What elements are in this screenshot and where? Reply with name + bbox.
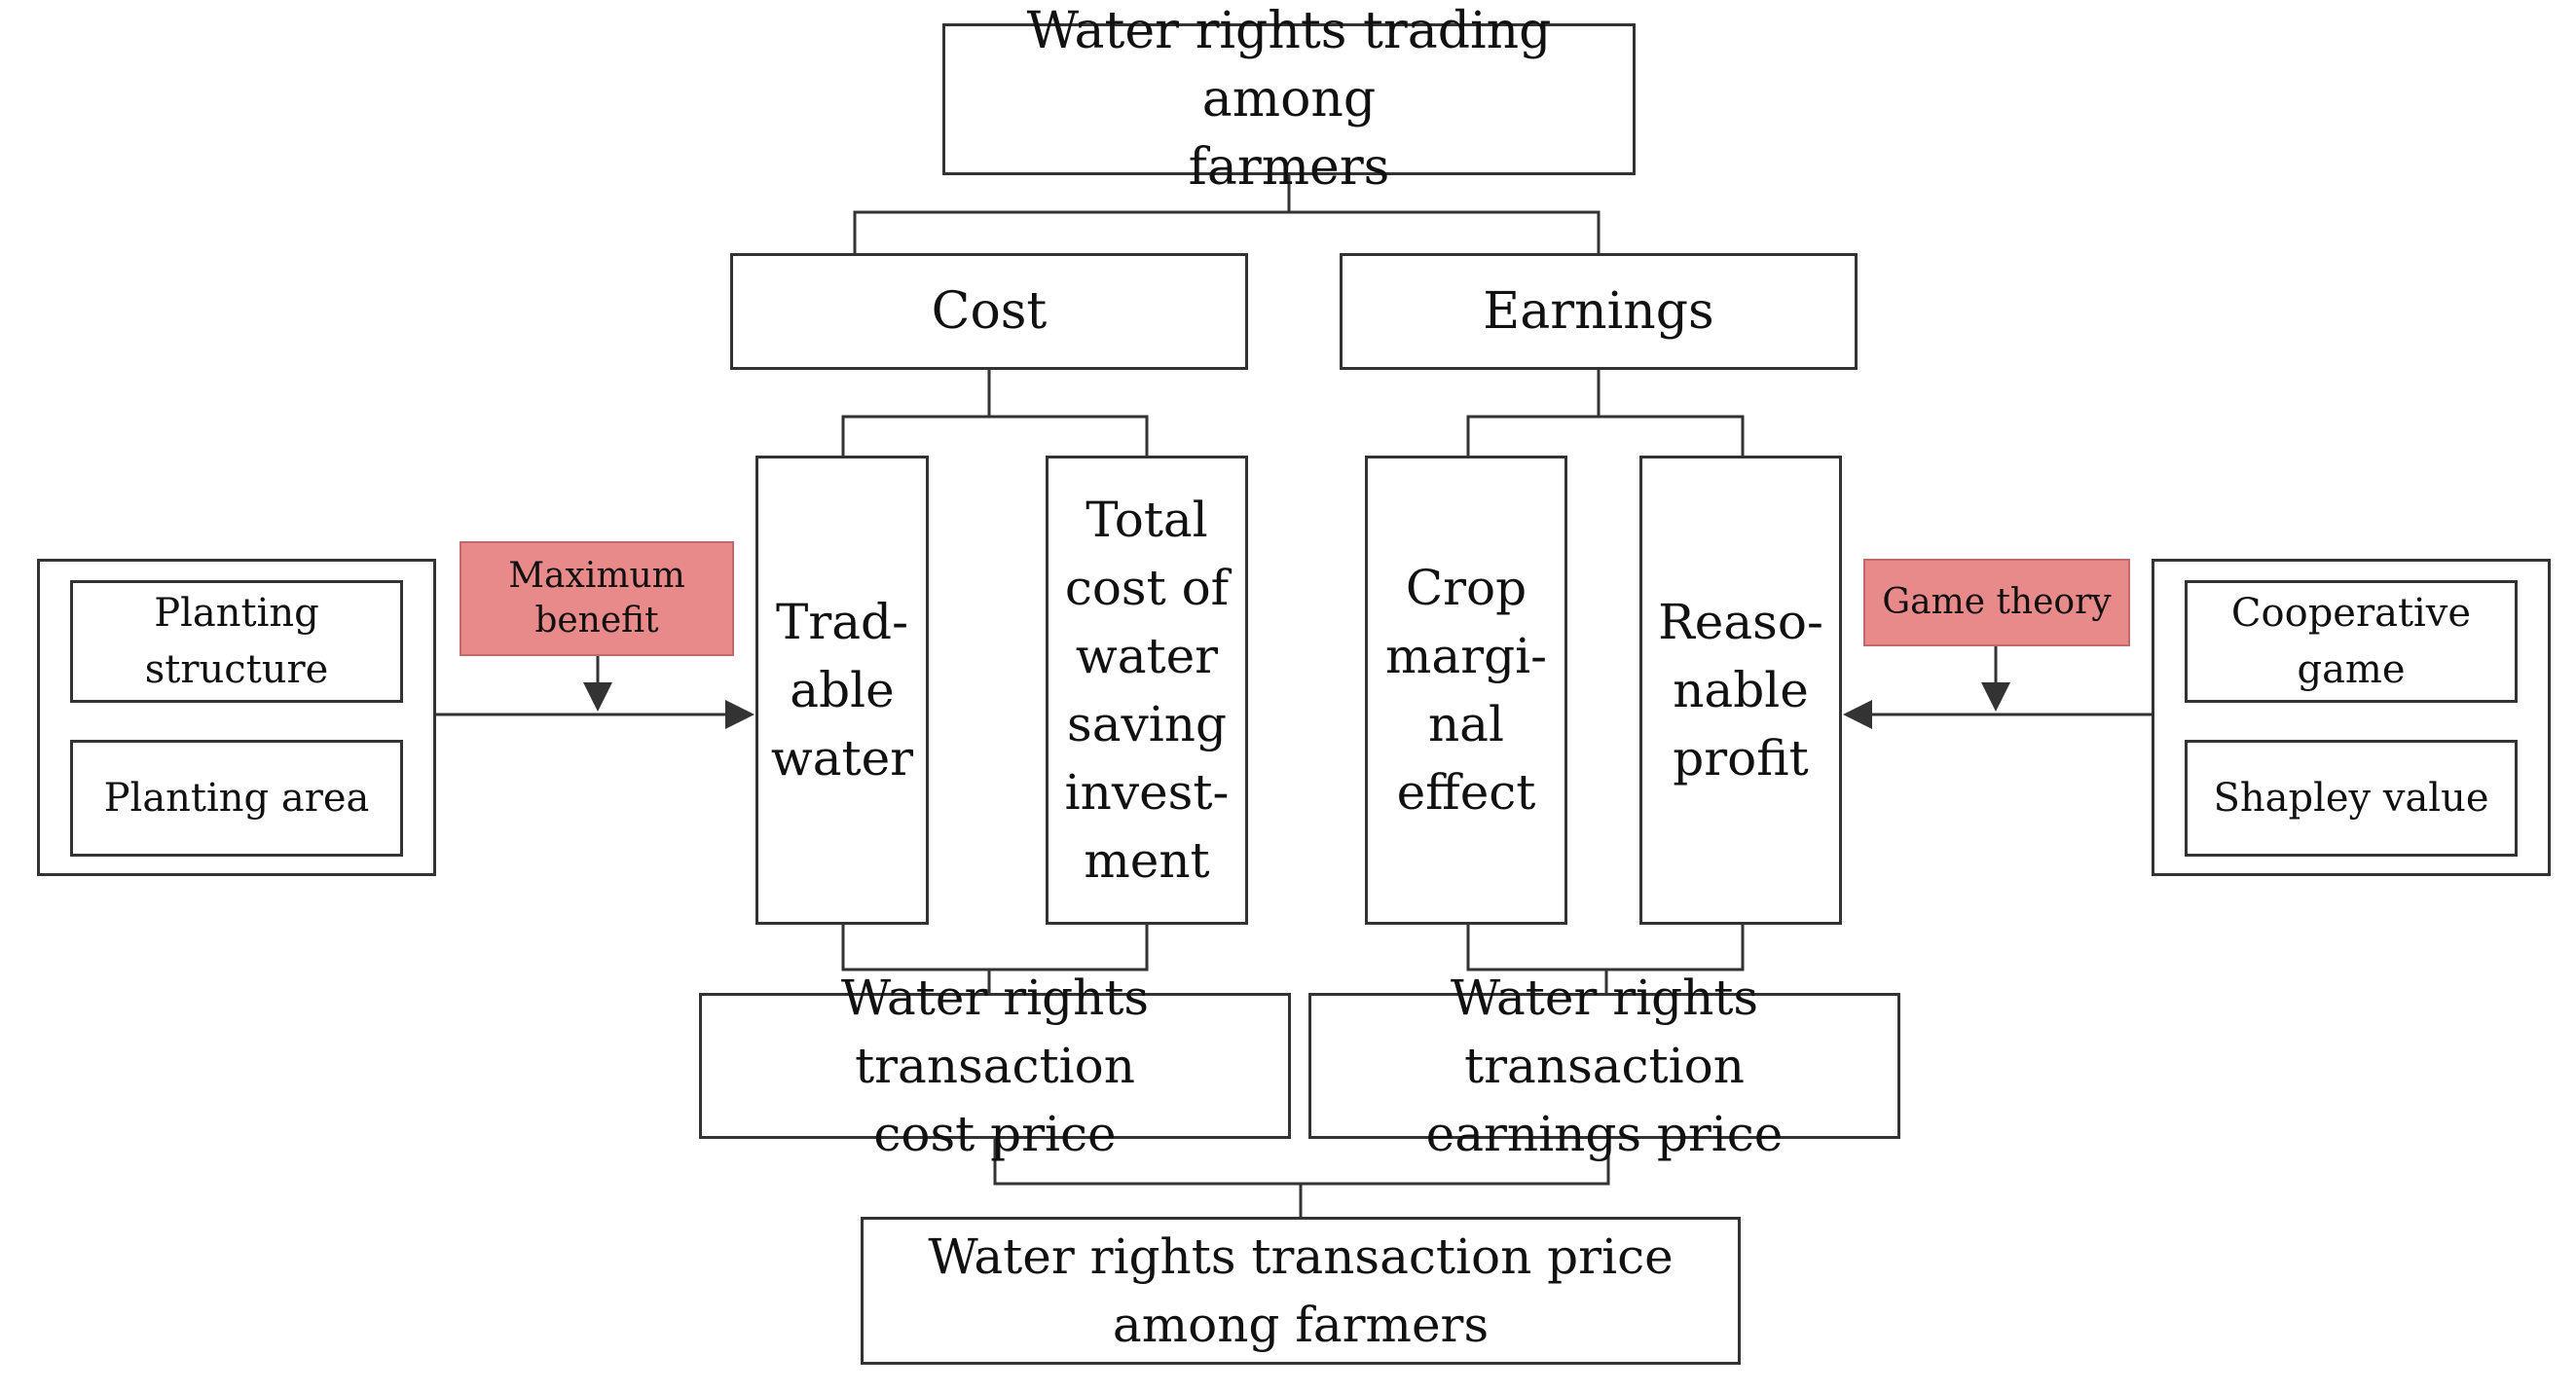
cost-price-node: Water rights transaction cost price bbox=[699, 970, 1291, 1162]
crop-marginal-label: Crop margi- nal effect bbox=[1384, 560, 1547, 821]
right-input-group bbox=[2152, 559, 2551, 876]
cost-label: Cost bbox=[931, 282, 1048, 341]
tradable-water-label: Trad- able water bbox=[770, 594, 914, 787]
maximum-benefit-tag: Maximum benefit bbox=[460, 541, 734, 656]
cost-node: Cost bbox=[730, 253, 1248, 370]
planting-area-label: Planting area bbox=[103, 776, 370, 821]
planting-area-node: Planting area bbox=[70, 740, 403, 857]
cost-price-label: Water rights transaction cost price bbox=[840, 970, 1150, 1162]
total-cost-node: Total cost of water saving invest- ment bbox=[1046, 456, 1248, 925]
connector-earnings-split bbox=[1466, 415, 1745, 458]
final-price-label: Water rights transaction price among far… bbox=[928, 1228, 1674, 1353]
game-theory-label: Game theory bbox=[1882, 582, 2112, 622]
reasonable-profit-node: Reaso- nable profit bbox=[1639, 456, 1842, 925]
planting-structure-node: Planting structure bbox=[70, 580, 403, 703]
earnings-node: Earnings bbox=[1340, 253, 1858, 370]
cooperative-game-label: Cooperative game bbox=[2230, 591, 2472, 692]
reasonable-profit-label: Reaso- nable profit bbox=[1658, 594, 1823, 787]
game-theory-tag: Game theory bbox=[1863, 559, 2130, 646]
connector-top-split bbox=[853, 210, 1601, 261]
tradable-water-node: Trad- able water bbox=[755, 456, 929, 925]
crop-marginal-node: Crop margi- nal effect bbox=[1365, 456, 1567, 925]
earnings-price-label: Water rights transaction earnings price bbox=[1425, 970, 1784, 1162]
earnings-price-node: Water rights transaction earnings price bbox=[1308, 970, 1900, 1162]
shapley-value-node: Shapley value bbox=[2185, 740, 2518, 857]
cooperative-game-node: Cooperative game bbox=[2185, 580, 2518, 703]
connector-cost-join bbox=[841, 925, 1149, 971]
planting-structure-label: Planting structure bbox=[144, 591, 329, 692]
top-node: Water rights trading among farmers bbox=[942, 2, 1636, 197]
maximum-benefit-label: Maximum benefit bbox=[508, 556, 685, 641]
earnings-label: Earnings bbox=[1483, 282, 1714, 341]
shapley-value-label: Shapley value bbox=[2213, 776, 2489, 821]
top-node-label: Water rights trading among farmers bbox=[1026, 2, 1552, 197]
total-cost-label: Total cost of water saving invest- ment bbox=[1064, 492, 1230, 889]
final-price-node: Water rights transaction price among far… bbox=[861, 1217, 1741, 1365]
left-input-group bbox=[37, 559, 436, 876]
connector-cost-split bbox=[841, 415, 1149, 458]
